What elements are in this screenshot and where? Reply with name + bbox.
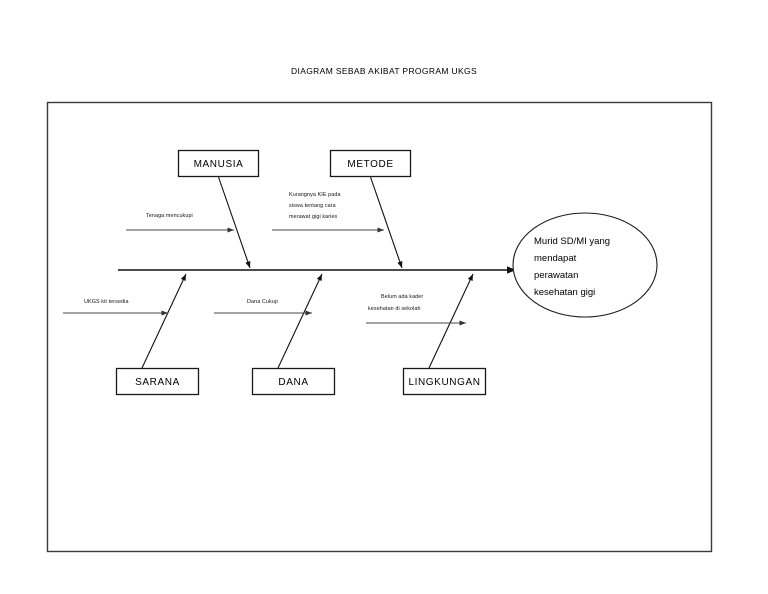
cause-metode-line-1: Kurangnya KIE pada: [289, 192, 341, 198]
category-box-dana[interactable]: [251, 367, 336, 396]
page-title: DIAGRAM SEBAB AKIBAT PROGRAM UKGS: [291, 66, 477, 76]
cause-lingkungan-line-1: Belum ada kader: [381, 294, 423, 300]
bone-dana: [277, 273, 323, 369]
diagram-frame: [46, 101, 713, 553]
cause-metode-line-3: merawat gigi karies: [289, 214, 338, 220]
category-label-manusia: MANUSIA: [194, 159, 244, 170]
effect-line-2: mendapat: [534, 253, 577, 264]
effect-line-1: Murid SD/MI yang: [534, 236, 610, 247]
bone-manusia: [217, 176, 251, 269]
cause-sarana-line-1: UKGS kit tersedia: [84, 299, 129, 305]
category-box-lingkungan[interactable]: [402, 367, 487, 396]
bone-sarana: [141, 273, 187, 369]
bone-lingkungan: [428, 273, 474, 369]
category-box-manusia[interactable]: [177, 149, 260, 178]
category-label-sarana: SARANA: [135, 377, 180, 388]
effect-ellipse: [512, 212, 658, 318]
effect-line-4: kesehatan gigi: [534, 287, 595, 298]
category-box-metode[interactable]: [329, 149, 412, 178]
category-label-metode: METODE: [347, 159, 393, 170]
cause-manusia-line-1: Tenaga mencukupi: [146, 213, 193, 219]
cause-metode-line-2: siswa tentang cara: [289, 203, 336, 209]
category-label-lingkungan: LINGKUNGAN: [408, 377, 480, 388]
effect-line-3: perawatan: [534, 270, 578, 281]
cause-dana-line-1: Dana Cukup: [247, 299, 278, 305]
bone-metode: [369, 176, 403, 269]
cause-lingkungan-line-2: kesehatan di sekolah: [368, 306, 421, 312]
category-box-sarana[interactable]: [115, 367, 200, 396]
category-label-dana: DANA: [278, 377, 308, 388]
